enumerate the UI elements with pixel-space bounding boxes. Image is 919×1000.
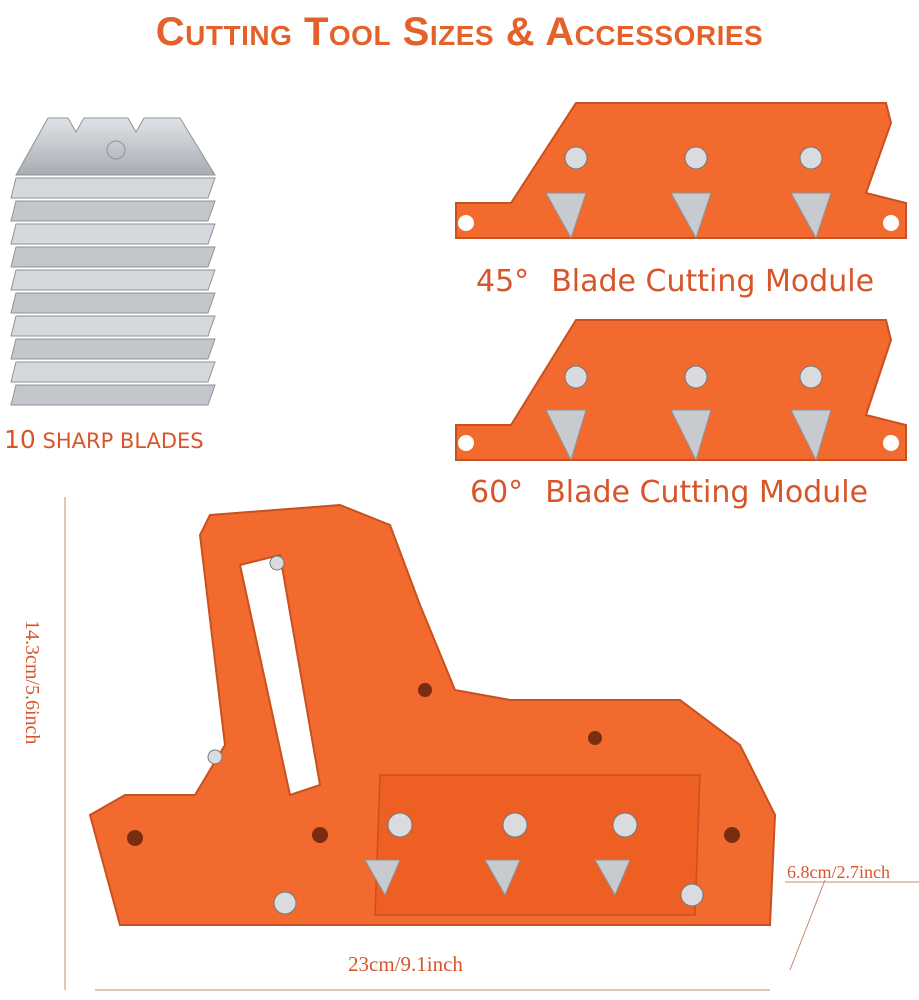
blade-edge: [10, 177, 216, 199]
module-45-label: Blade Cutting Module: [551, 264, 875, 299]
blades-stack-image: [10, 117, 216, 406]
cutting-tool-image: [88, 503, 777, 926]
blade-edge: [10, 269, 216, 291]
blade-edge: [10, 223, 216, 245]
module-45-image: [455, 102, 907, 240]
module-60-angle: 60°: [470, 475, 524, 510]
blades-label: SHARP BLADES: [42, 429, 204, 453]
width-dimension: 23cm/9.1inch: [348, 952, 463, 976]
blade-edge: [10, 292, 216, 314]
blade-edge: [10, 361, 216, 383]
module-45-angle: 45°: [476, 264, 530, 299]
blade-edge: [10, 338, 216, 360]
module-45-caption: 45° Blade Cutting Module: [476, 264, 874, 299]
module-60-image: [455, 319, 907, 462]
module-60-label: Blade Cutting Module: [545, 475, 869, 510]
blade-icon: [15, 117, 216, 176]
module-60-caption: 60° Blade Cutting Module: [470, 475, 868, 510]
blades-count: 10: [4, 425, 36, 454]
blade-edge: [10, 246, 216, 268]
page-title: Cutting Tool Sizes & Accessories: [155, 10, 764, 54]
blade-edge: [10, 200, 216, 222]
height-dimension: 14.3cm/5.6inch: [21, 620, 43, 745]
blades-caption: 10 SHARP BLADES: [4, 425, 204, 454]
depth-dimension: 6.8cm/2.7inch: [787, 862, 890, 882]
blade-edge: [10, 315, 216, 337]
blade-edge: [10, 384, 216, 406]
